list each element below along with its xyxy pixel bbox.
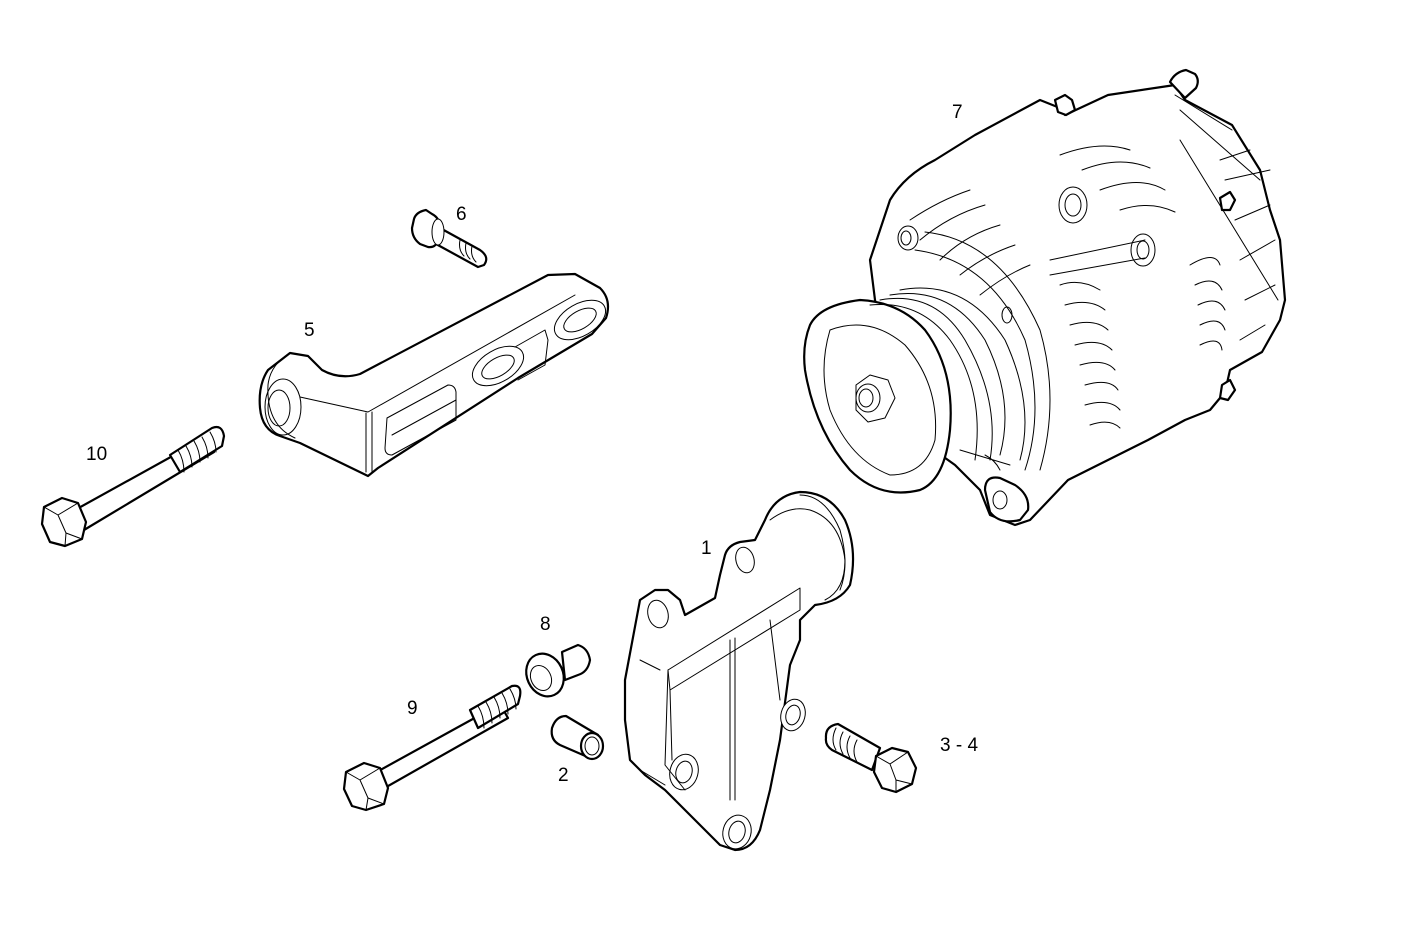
callout-7: 7 xyxy=(952,102,963,123)
part-2-sleeve[interactable] xyxy=(550,714,605,761)
callout-1: 1 xyxy=(701,538,712,559)
callout-3-4: 3 - 4 xyxy=(940,735,979,756)
part-9-bolt[interactable] xyxy=(342,684,522,812)
part-6-bolt[interactable] xyxy=(410,208,488,269)
callout-6: 6 xyxy=(456,204,467,225)
part-3-4-bolt[interactable] xyxy=(824,722,918,794)
part-7-alternator[interactable] xyxy=(803,68,1287,527)
part-8-bushing[interactable] xyxy=(519,643,592,703)
part-10-bolt[interactable] xyxy=(40,425,226,548)
callout-9: 9 xyxy=(407,698,418,719)
callout-2: 2 xyxy=(558,765,569,786)
callout-8: 8 xyxy=(540,614,551,635)
callout-5: 5 xyxy=(304,320,315,341)
callout-10: 10 xyxy=(86,444,108,465)
part-1-bracket[interactable] xyxy=(623,490,855,852)
part-5-arm[interactable] xyxy=(258,272,613,478)
